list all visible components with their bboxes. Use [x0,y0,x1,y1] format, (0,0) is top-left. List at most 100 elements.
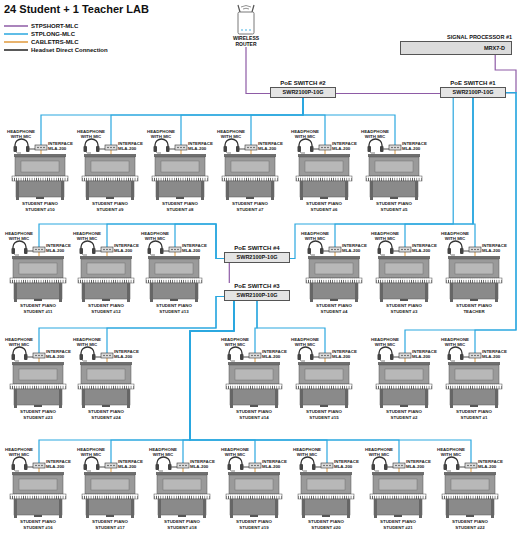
poe-switch: PoE SWITCH #4SWR2100P-10G [224,245,290,263]
interface-label: INTERFACE MLA-200 [342,243,368,253]
piano-label: STUDENT #1 [440,415,508,420]
headphone-label: HEADPHONE WITH MIC [300,231,330,241]
headphone-label: HEADPHONE WITH MIC [370,231,400,241]
legend-row: CABLETRS-MLC [4,38,108,46]
piano-station: HEADPHONE WITH MICINTERFACE MLA-200STUDE… [440,230,508,316]
piano-label: STUDENT PIANO [140,303,208,308]
model-box: SWR2100P-10G [440,87,506,98]
network-cable [303,98,395,128]
poe-switch: PoE SWITCH #3SWR2100P-10G [224,283,290,301]
piano-station: HEADPHONE WITH MICINTERFACE MLA-200STUDE… [440,336,508,422]
device-name: PoE SWITCH #1 [440,80,506,87]
headphone-label: HEADPHONE WITH MIC [76,447,106,457]
network-cable [39,297,224,337]
piano-label: STUDENT #10 [6,207,74,212]
piano-label: STUDENT #24 [72,415,140,420]
piano-station: HEADPHONE WITH MICINTERFACE MLA-200STUDE… [364,446,432,532]
network-cable [190,301,471,446]
piano-label: STUDENT PIANO [148,519,216,524]
piano-label: STUDENT PIANO [300,303,368,308]
piano-label: STUDENT PIANO [436,519,504,524]
network-cable [107,224,224,259]
headphone-label: HEADPHONE WITH MIC [6,129,36,139]
piano-label: STUDENT PIANO [292,519,360,524]
router-icon [228,4,264,36]
piano-label: STUDENT PIANO [76,201,144,206]
interface-label: INTERFACE MLA-200 [332,141,358,151]
piano-label: TEACHER [440,309,508,314]
piano-label: STUDENT #23 [4,415,72,420]
headphone-label: HEADPHONE WITH MIC [4,447,34,457]
signal-processor: SIGNAL PROCESSOR #1MRX7-D [400,34,512,55]
piano-station: HEADPHONE WITH MICINTERFACE MLA-200STUDE… [360,128,428,214]
network-cable [183,301,234,446]
legend: STPSHORT-MLCSTPLONG-MLCCABLETRS-MLCHeads… [4,22,108,54]
headphone-label: HEADPHONE WITH MIC [76,129,106,139]
legend-text: STPSHORT-MLC [31,23,78,29]
interface-label: INTERFACE MLA-200 [402,141,428,151]
piano-station: HEADPHONE WITH MICINTERFACE MLA-200STUDE… [220,336,288,422]
legend-line [4,25,28,27]
router-graphic [238,5,254,34]
network-cable [257,301,325,336]
piano-station: HEADPHONE WITH MICINTERFACE MLA-200STUDE… [370,336,438,422]
piano-label: STUDENT #6 [290,207,358,212]
piano-label: STUDENT #13 [140,309,208,314]
network-cable [335,98,473,230]
headphone-label: HEADPHONE WITH MIC [148,447,178,457]
interface-label: INTERFACE MLA-200 [262,349,288,359]
piano-station: HEADPHONE WITH MICINTERFACE MLA-200STUDE… [140,230,208,316]
piano-label: STUDENT PIANO [370,409,438,414]
network-cable [39,301,234,446]
network-cable [290,98,453,259]
piano-label: STUDENT PIANO [76,519,144,524]
piano-station: HEADPHONE WITH MICINTERFACE MLA-200STUDE… [290,128,358,214]
legend-line [4,33,28,35]
legend-row: STPLONG-MLC [4,30,108,38]
piano-label: STUDENT PIANO [72,409,140,414]
headphone-label: HEADPHONE WITH MIC [440,231,470,241]
network-cable [175,224,224,259]
piano-label: STUDENT #18 [148,525,216,530]
piano-station: HEADPHONE WITH MICINTERFACE MLA-200STUDE… [216,128,284,214]
piano-label: STUDENT #20 [292,525,360,530]
headphone-label: HEADPHONE WITH MIC [290,337,320,347]
diagram-title: 24 Student + 1 Teacher LAB [4,3,149,15]
headphone-label: HEADPHONE WITH MIC [146,129,176,139]
piano-label: STUDENT PIANO [220,519,288,524]
legend-line [4,41,28,43]
device-name: PoE SWITCH #3 [224,283,290,290]
network-cable [251,98,303,128]
model-box: SWR2100P-10G [224,290,290,301]
interface-label: INTERFACE MLA-200 [334,459,360,469]
headphone-label: HEADPHONE WITH MIC [220,337,250,347]
piano-station: HEADPHONE WITH MICINTERFACE MLA-200STUDE… [6,128,74,214]
interface-label: INTERFACE MLA-200 [412,243,438,253]
piano-label: STUDENT #5 [360,207,428,212]
interface-label: INTERFACE MLA-200 [478,459,504,469]
piano-station: HEADPHONE WITH MICINTERFACE MLA-200STUDE… [370,230,438,316]
piano-label: STUDENT #9 [76,207,144,212]
interface-label: INTERFACE MLA-200 [262,459,288,469]
interface-label: INTERFACE MLA-200 [258,141,284,151]
headphone-label: HEADPHONE WITH MIC [364,447,394,457]
poe-switch: PoE SWITCH #2SWR2100P-10G [270,80,336,98]
piano-station: HEADPHONE WITH MIC INTERFACE MLA-200STUDE… [300,230,368,316]
interface-label: INTERFACE MLA-200 [118,141,144,151]
piano-station: HEADPHONE WITH MIC INTERFACE MLA-200STUDE… [436,446,504,532]
piano-label: STUDENT #16 [4,525,72,530]
piano-station: HEADPHONE WITH MICINTERFACE MLA-200STUDE… [4,336,72,422]
piano-label: STUDENT PIANO [4,409,72,414]
headphone-label: HEADPHONE WITH MIC [436,447,466,457]
model-box: SWR2100P-10G [270,87,336,98]
headphone-label: HEADPHONE WITH MIC [216,129,246,139]
headphone-label: HEADPHONE WITH MIC [4,231,34,241]
interface-label: INTERFACE MLA-200 [332,349,358,359]
interface-label: INTERFACE MLA-200 [118,459,144,469]
piano-label: STUDENT PIANO [72,303,140,308]
device-name: PoE SWITCH #4 [224,245,290,252]
piano-label: STUDENT PIANO [360,201,428,206]
piano-label: STUDENT #12 [72,309,140,314]
legend-line-swatch [4,23,28,29]
piano-station: HEADPHONE WITH MICINTERFACE MLA-200STUDE… [290,336,358,422]
